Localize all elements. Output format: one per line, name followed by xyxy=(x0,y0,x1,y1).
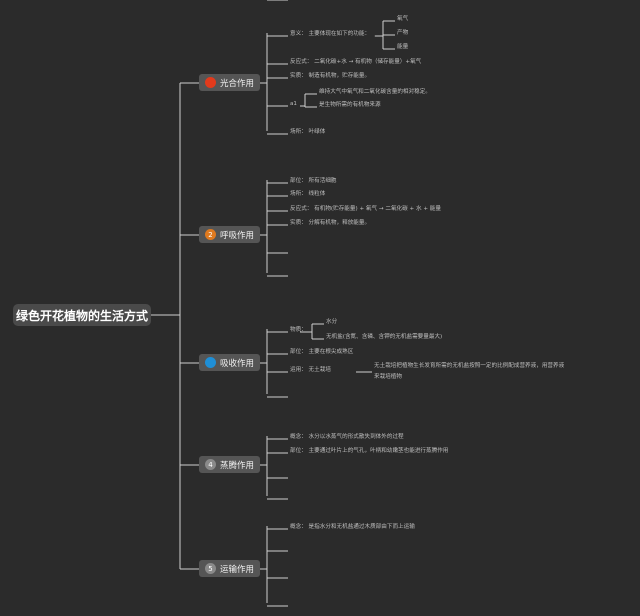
leaf-text: 实质： 制造有机物，贮存能量。 xyxy=(290,71,370,79)
leaf-text: 部位： 主要通过叶片上的气孔，叶柄和幼嫩茎也能进行蒸腾作用 xyxy=(290,446,448,454)
branch-photosynthesis[interactable]: 光合作用 xyxy=(199,74,260,91)
leaf-text: 反应式： 二氧化碳+水 → 有机物（储存能量）+氧气 xyxy=(290,57,422,65)
sub-text: 水分 xyxy=(326,317,338,325)
leaf-text: 实质： 分解有机物，释放能量。 xyxy=(290,218,370,226)
grey-circle-icon: 5 xyxy=(205,563,216,574)
blue-circle-icon xyxy=(205,357,216,368)
leaf-text: 部位： 所有活细胞 xyxy=(290,176,337,184)
leaf-text: 概念： 是指水分和无机盐通过木质部由下而上运输 xyxy=(290,522,415,530)
leaf-text: 物质： xyxy=(290,325,307,333)
sub-text: 无机盐(含氮、含磷、含钾的无机盐需要量最大) xyxy=(326,332,442,340)
leaf-text: 部位： 主要在根尖成熟区 xyxy=(290,347,354,355)
branch-transport[interactable]: 5 运输作用 xyxy=(199,560,260,577)
sub-text: 产物 xyxy=(397,28,409,36)
leaf-text: 运用： 无土栽培 xyxy=(290,365,331,373)
leaf-text: 反应式： 有机物(贮存能量) + 氧气 → 二氧化碳 + 水 + 能量 xyxy=(290,204,441,212)
branch-label: 蒸腾作用 xyxy=(220,460,255,471)
branch-absorption[interactable]: 吸收作用 xyxy=(199,354,260,371)
red-circle-icon xyxy=(205,77,216,88)
branch-label: 呼吸作用 xyxy=(220,230,255,241)
grey-circle-icon: 4 xyxy=(205,459,216,470)
root-node[interactable]: 绿色开花植物的生活方式 xyxy=(13,304,151,326)
leaf-text: 概念： 水分以水蒸气的形式散失到体外的过程 xyxy=(290,432,404,440)
leaf-text: 意义： 主要体现在如下的功能： xyxy=(290,29,370,37)
root-title: 绿色开花植物的生活方式 xyxy=(15,308,148,323)
branch-label: 光合作用 xyxy=(220,78,255,89)
sub-text: 是生物所需的有机物来源 xyxy=(319,100,381,108)
sub-text: 维持大气中氧气和二氧化碳含量的相对稳定。 xyxy=(319,87,431,95)
note-text: 无土栽培把植物生长发育所需的无机盐按照一定的比例配成营养液，用营养液 xyxy=(374,361,565,369)
branch-respiration[interactable]: 2 呼吸作用 xyxy=(199,226,260,243)
branch-transpiration[interactable]: 4 蒸腾作用 xyxy=(199,456,260,473)
branch-label: 运输作用 xyxy=(220,564,255,575)
leaf-text: 场所： 线粒体 xyxy=(290,189,326,197)
note-text: 来栽培植物 xyxy=(374,372,402,380)
branch-label: 吸收作用 xyxy=(220,358,255,369)
leaf-text: a1 xyxy=(290,101,297,107)
sub-text: 氧气 xyxy=(397,14,409,22)
leaf-text: 场所： 叶绿体 xyxy=(290,127,326,135)
sub-text: 能量 xyxy=(397,42,409,50)
orange-circle-icon: 2 xyxy=(205,229,216,240)
